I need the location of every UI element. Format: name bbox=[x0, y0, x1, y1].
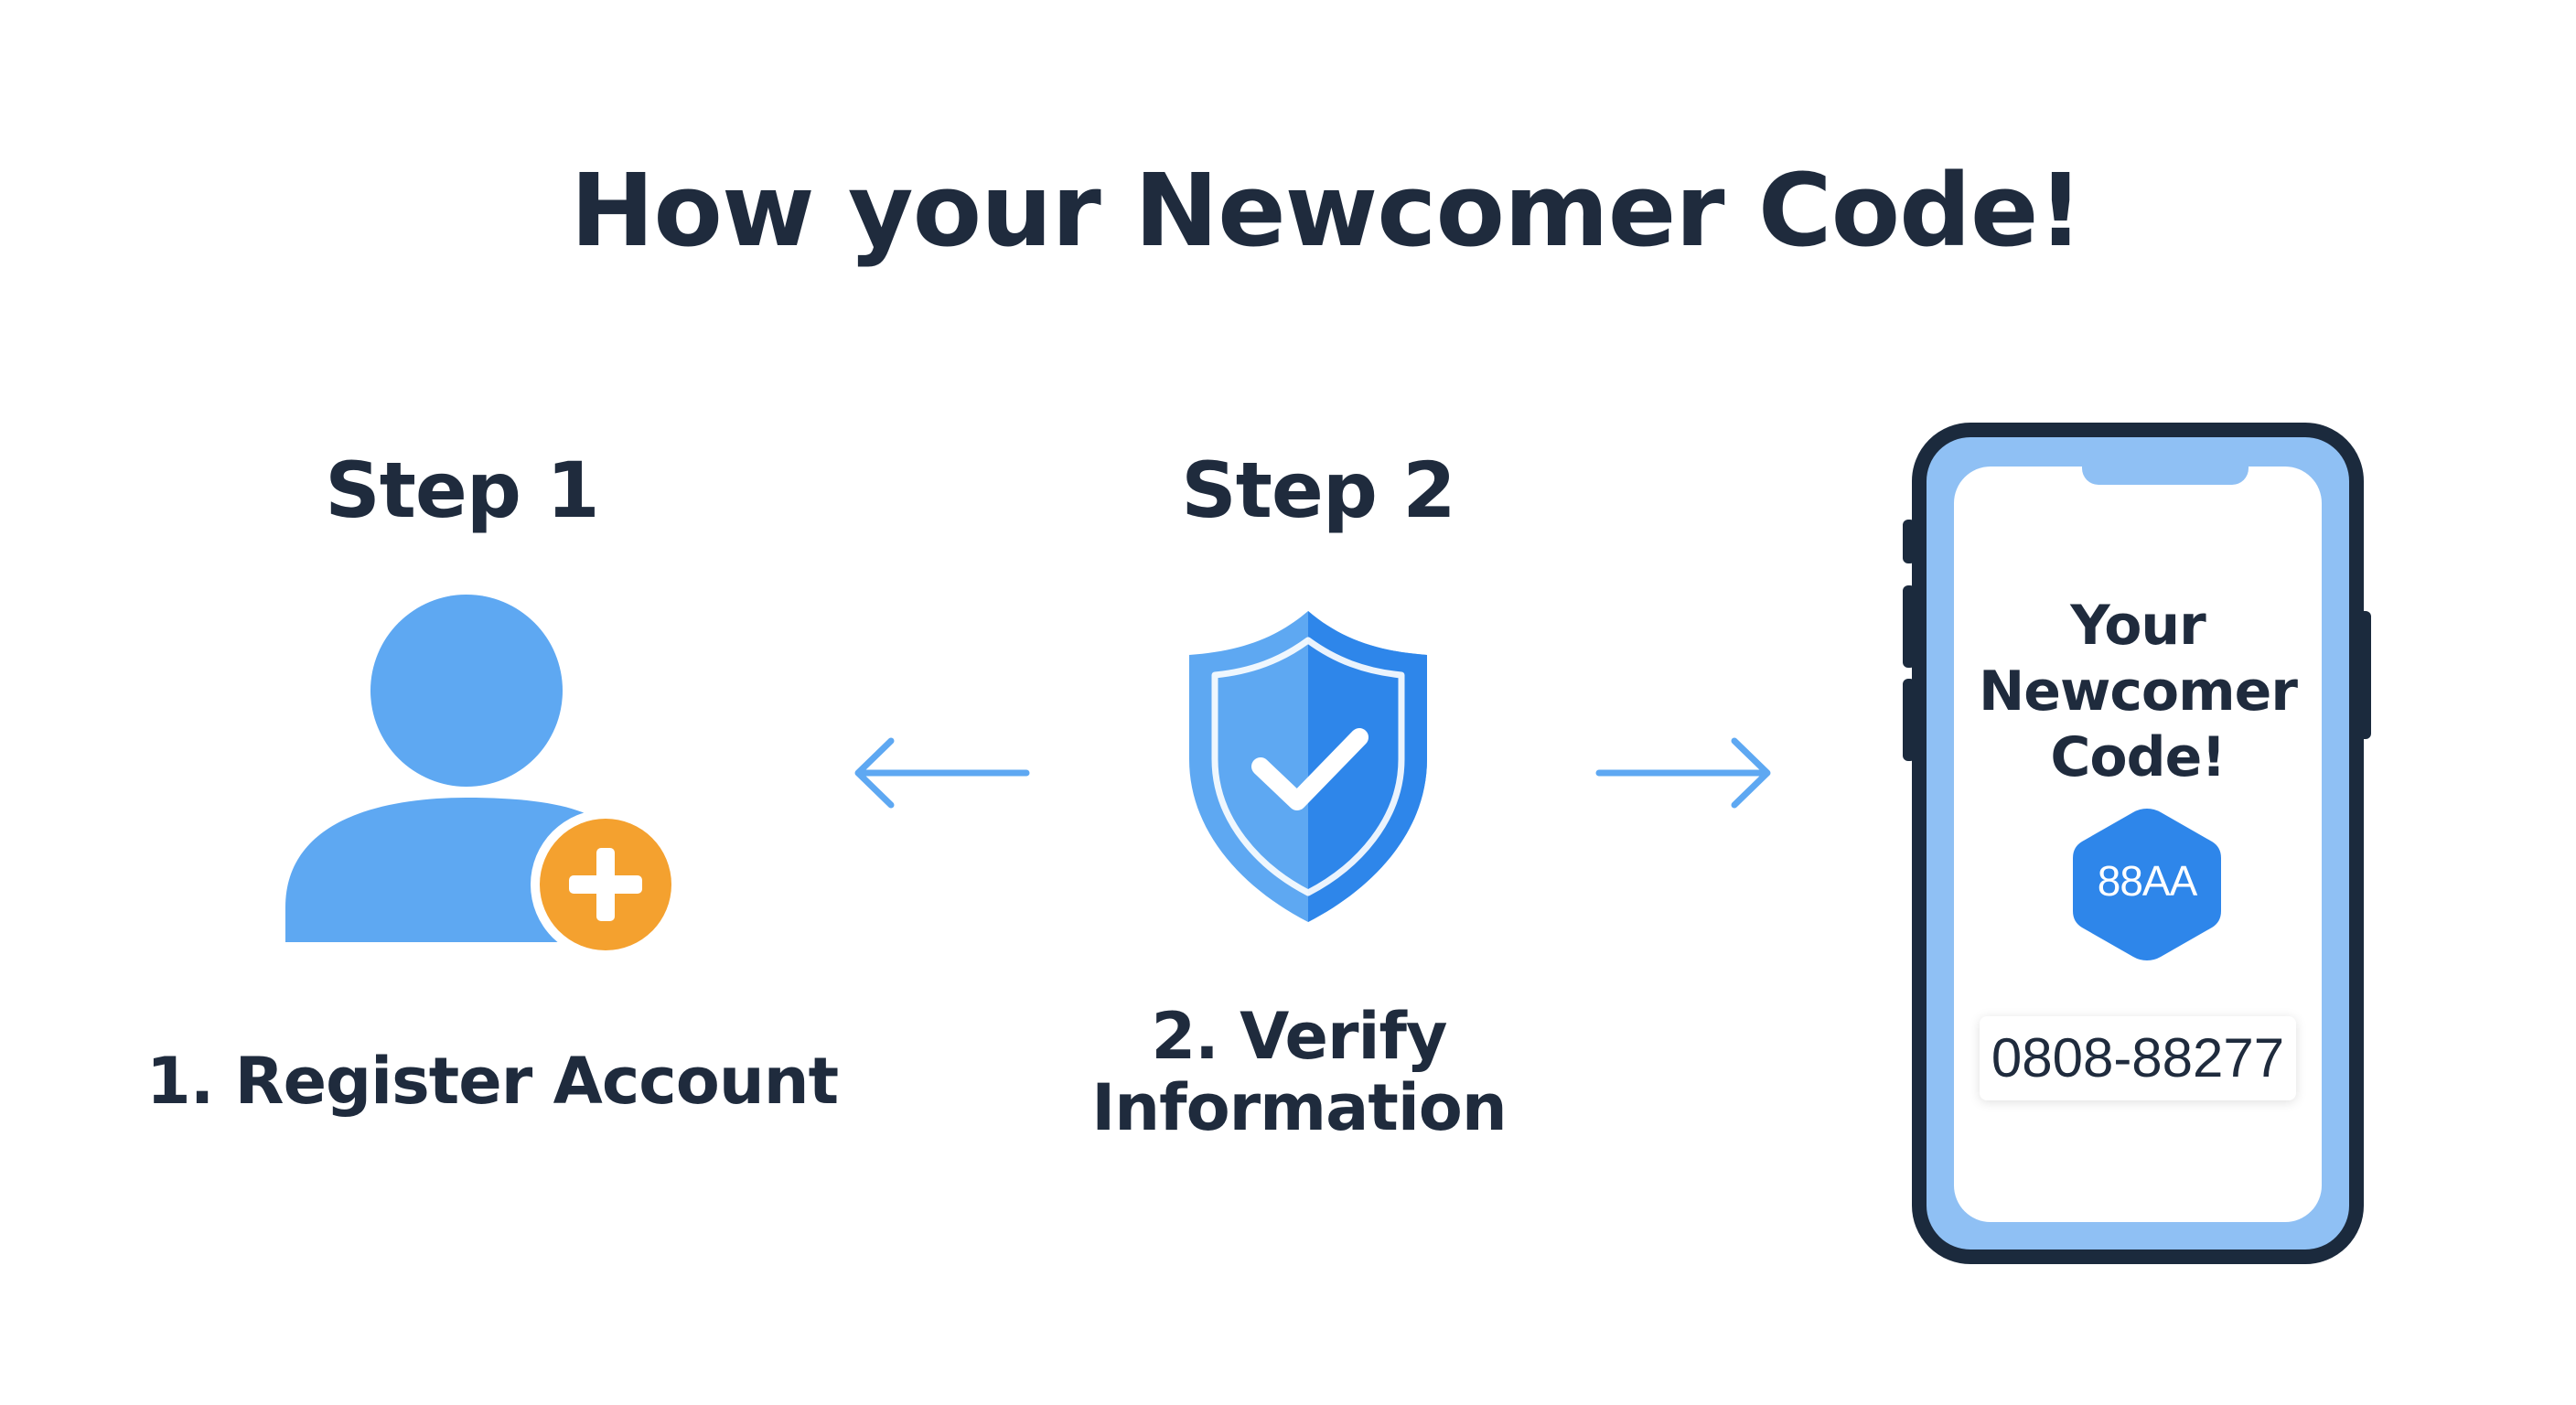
code-badge: 88AA bbox=[2069, 805, 2225, 964]
phone-screen: Your Newcomer Code! 88AA 0808-88277 bbox=[1954, 465, 2322, 1222]
step-2-heading: Step 2 bbox=[1181, 445, 1455, 535]
shield-check-icon bbox=[1189, 611, 1427, 922]
phone-mockup: Your Newcomer Code! 88AA 0808-88277 bbox=[1912, 423, 2364, 1264]
arrow-right-icon bbox=[1595, 737, 1771, 809]
step-1-heading: Step 1 bbox=[325, 445, 599, 535]
page-title: How your Newcomer Code! bbox=[570, 152, 2083, 269]
step-2-label-line: Information bbox=[1091, 1070, 1508, 1145]
step-1-label: 1. Register Account bbox=[146, 1044, 839, 1119]
phone-notch bbox=[2082, 465, 2249, 485]
code-badge-text: 88AA bbox=[2097, 857, 2198, 905]
newcomer-code-value: 0808-88277 bbox=[1980, 1016, 2296, 1100]
phone-title-line: Your bbox=[2070, 594, 2206, 658]
arrow-left-icon bbox=[854, 737, 1030, 809]
step-2-label: 2. Verify Information bbox=[1043, 1001, 1555, 1143]
phone-title-line: Code! bbox=[2050, 725, 2226, 789]
phone-title-line: Newcomer bbox=[1979, 660, 2298, 724]
user-add-icon bbox=[285, 595, 681, 960]
phone-title: Your Newcomer Code! bbox=[1954, 593, 2322, 790]
hexagon-badge-icon bbox=[2073, 809, 2221, 960]
step-2-label-line: 2. Verify bbox=[1151, 999, 1447, 1074]
